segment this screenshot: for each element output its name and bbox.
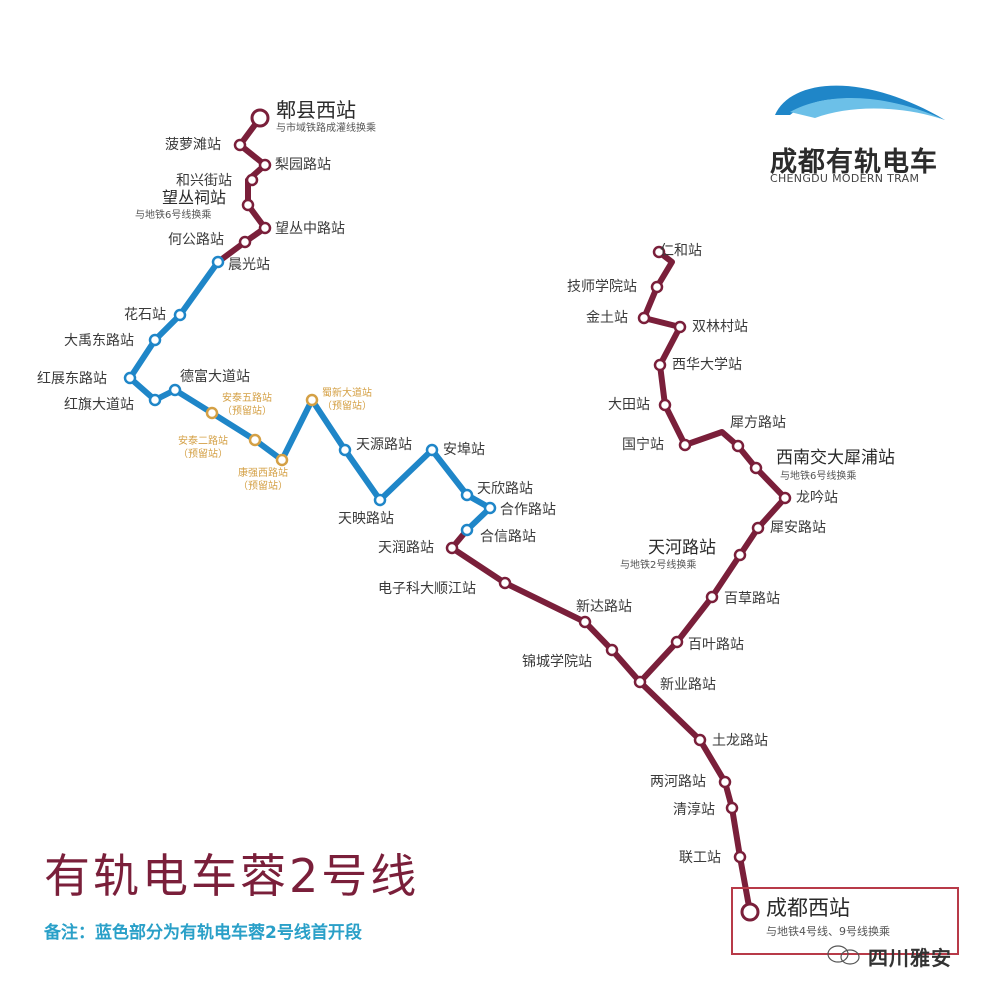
station-label[interactable]: 晨光站 xyxy=(228,257,270,273)
station-label[interactable]: 何公路站 xyxy=(168,232,224,248)
map-note: 备注：蓝色部分为有轨电车蓉2号线首开段 xyxy=(44,923,362,943)
station-label[interactable]: 合信路站 xyxy=(480,529,536,545)
station-label[interactable]: 安埠站 xyxy=(443,442,485,458)
station-label[interactable]: 联工站 xyxy=(679,850,721,866)
station-label[interactable]: 新业路站 xyxy=(660,677,716,693)
station-label[interactable]: 仁和站 xyxy=(660,243,702,259)
station-label[interactable]: 西华大学站 xyxy=(672,357,742,373)
station-label[interactable]: 和兴街站 xyxy=(176,173,232,189)
station-label[interactable]: 犀安路站 xyxy=(770,520,826,536)
station-label[interactable]: 天河路站 xyxy=(648,538,716,558)
station-label[interactable]: 梨园路站 xyxy=(275,157,331,173)
station-label[interactable]: 两河路站 xyxy=(650,774,706,790)
station-transfer-note: 与地铁2号线换乘 xyxy=(620,560,697,571)
reserved-station-label[interactable]: 安泰二路站（预留站） xyxy=(178,436,228,460)
station-label[interactable]: 天欣路站 xyxy=(477,481,533,497)
station-label[interactable]: 锦城学院站 xyxy=(522,654,592,670)
station-label[interactable]: 天源路站 xyxy=(356,437,412,453)
station-label[interactable]: 龙吟站 xyxy=(796,490,838,506)
line-east-branch xyxy=(637,249,788,685)
station-label[interactable]: 百草路站 xyxy=(724,591,780,607)
logo-name-cn: 成都有轨电车 xyxy=(770,147,938,178)
station-markers xyxy=(123,108,792,922)
station-label[interactable]: 德富大道站 xyxy=(180,369,250,385)
station-transfer-note: 与地铁6号线换乘 xyxy=(780,471,857,482)
wechat-icon xyxy=(827,945,860,965)
station-label[interactable]: 国宁站 xyxy=(622,437,664,453)
station-label[interactable]: 犀方路站 xyxy=(730,415,786,431)
station-label[interactable]: 合作路站 xyxy=(500,502,556,518)
station-transfer-note: 与地铁4号线、9号线换乘 xyxy=(766,925,890,938)
station-label[interactable]: 天映路站 xyxy=(338,511,394,527)
reserved-station-label[interactable]: 安泰五路站（预留站） xyxy=(222,393,272,417)
line-first-phase xyxy=(127,260,493,533)
station-label[interactable]: 土龙路站 xyxy=(712,733,768,749)
logo-swoosh-icon xyxy=(775,85,945,120)
station-label[interactable]: 清淳站 xyxy=(673,802,715,818)
station-label[interactable]: 红旗大道站 xyxy=(64,397,134,413)
station-label[interactable]: 大禹东路站 xyxy=(64,333,134,349)
station-label[interactable]: 天润路站 xyxy=(378,540,434,556)
station-transfer-note: 与地铁6号线换乘 xyxy=(135,210,212,221)
station-label[interactable]: 大田站 xyxy=(608,397,650,413)
map-title: 有轨电车蓉2号线 xyxy=(44,849,420,903)
reserved-station-label[interactable]: 康强西路站（预留站） xyxy=(238,468,288,492)
station-label[interactable]: 西南交大犀浦站 xyxy=(776,448,895,468)
station-label[interactable]: 红展东路站 xyxy=(37,371,107,387)
station-terminal-west[interactable]: 郫县西站 xyxy=(276,98,356,122)
station-label[interactable]: 金土站 xyxy=(586,310,628,326)
station-label[interactable]: 电子科大顺江站 xyxy=(378,581,476,597)
station-label[interactable]: 新达路站 xyxy=(576,599,632,615)
reserved-station-label[interactable]: 蜀新大道站（预留站） xyxy=(322,388,372,412)
station-label[interactable]: 双林村站 xyxy=(692,319,748,335)
terminal-highlight-box xyxy=(731,887,959,955)
station-label[interactable]: 望丛中路站 xyxy=(275,221,345,237)
station-label[interactable]: 望丛祠站 xyxy=(162,188,227,207)
station-label[interactable]: 花石站 xyxy=(124,307,166,323)
station-label[interactable]: 技师学院站 xyxy=(567,279,637,295)
logo-name-en: CHENGDU MODERN TRAM xyxy=(770,172,920,185)
station-transfer-note: 与市域铁路成灌线换乘 xyxy=(276,123,376,134)
watermark: 四川雅安 xyxy=(868,946,952,970)
station-label[interactable]: 菠萝滩站 xyxy=(165,137,221,153)
station-label[interactable]: 百叶路站 xyxy=(688,637,744,653)
station-terminal-south[interactable]: 成都西站 xyxy=(766,896,850,920)
